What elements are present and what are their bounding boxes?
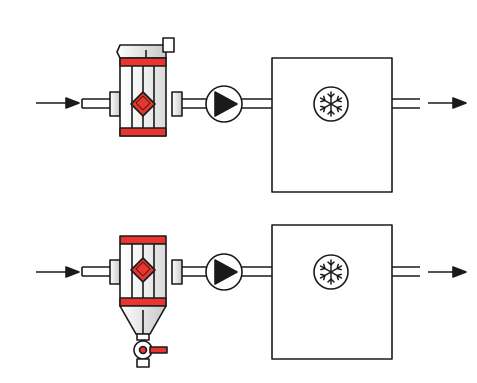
pipe-pump-to-unit — [242, 266, 272, 277]
pump — [205, 85, 243, 123]
outlet-arrow — [428, 266, 467, 278]
snowflake-icon — [313, 86, 349, 122]
pipe-inlet — [81, 266, 110, 277]
circuit-row-bottom — [36, 224, 467, 368]
pipe-pump-to-unit — [242, 98, 272, 109]
snowflake-icon — [313, 254, 349, 290]
outlet-arrow — [428, 97, 467, 109]
circuit-row-top — [36, 37, 467, 193]
cooling-unit — [271, 224, 393, 360]
inlet-arrow — [36, 97, 80, 109]
separator-with-vent — [109, 37, 183, 137]
pipe-separator-to-pump — [182, 266, 206, 277]
pipe-outlet — [392, 266, 420, 277]
pipe-outlet — [392, 98, 420, 109]
pump — [205, 253, 243, 291]
drain-valve — [133, 340, 168, 368]
separator-with-drain-valve — [109, 235, 183, 368]
pipe-separator-to-pump — [182, 98, 206, 109]
pipe-inlet — [81, 98, 110, 109]
inlet-arrow — [36, 266, 80, 278]
cooling-unit — [271, 57, 393, 193]
